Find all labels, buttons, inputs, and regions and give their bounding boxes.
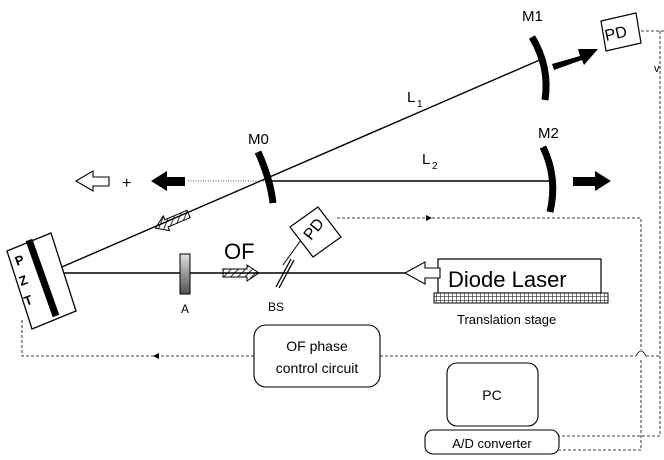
- arrow-m1-to-pd: [552, 49, 598, 70]
- ad-converter-label: A/D converter: [452, 436, 532, 451]
- arrow-optical-feedback-l1: [154, 209, 191, 232]
- l2-subscript: 2: [432, 161, 438, 172]
- beam-bs-to-pd: [282, 239, 302, 266]
- arrow-leak-left-solid: [151, 171, 185, 191]
- arrow-optical-feedback-of: [222, 264, 260, 282]
- photodetector-mid: [289, 206, 342, 258]
- aperture-label: A: [181, 302, 189, 316]
- arrow-leak-left-hollow: [74, 170, 110, 192]
- of-phase-control-box: [253, 324, 381, 388]
- plus-sign: +: [122, 175, 131, 192]
- mirror-m2: [539, 145, 557, 213]
- m0-label: M0: [248, 131, 269, 148]
- pzt-actuator: [6, 232, 77, 330]
- wire-arrowhead-mid-pd: [426, 215, 432, 221]
- photodetector-top-label: PD: [603, 24, 628, 45]
- beam-splitter: [275, 258, 292, 288]
- l1-subscript: 1: [417, 99, 423, 110]
- wire-arrowhead-to-pzt: [153, 353, 159, 359]
- l1-label: L: [407, 89, 415, 106]
- wire-crossing-hop: [635, 350, 647, 357]
- diode-laser-box: [437, 258, 602, 294]
- m1-label: M1: [522, 8, 543, 25]
- signal-wires: [21, 30, 664, 451]
- m2-label: M2: [538, 125, 559, 142]
- beam-l1: [47, 58, 543, 274]
- edge-mark: v: [654, 63, 660, 75]
- aperture: [179, 253, 191, 295]
- translation-stage: [433, 292, 609, 304]
- beam-splitter-label: BS: [268, 300, 284, 314]
- mirror-m0: [254, 150, 277, 204]
- of-label: OF: [224, 239, 255, 264]
- of-phase-label: OF phase: [286, 338, 348, 354]
- arrow-m2-output: [573, 171, 611, 191]
- photodetector-top: [600, 12, 642, 52]
- control-circuit-label: control circuit: [276, 360, 359, 376]
- translation-stage-label: Translation stage: [457, 312, 556, 327]
- arrow-laser-output: [403, 261, 441, 285]
- l2-label: L: [422, 151, 430, 168]
- diode-laser-label: Diode Laser: [448, 267, 567, 292]
- pc-label: PC: [482, 387, 501, 403]
- mirror-m1: [528, 35, 550, 101]
- pc-box: [446, 362, 539, 427]
- ad-converter-box: [424, 429, 560, 455]
